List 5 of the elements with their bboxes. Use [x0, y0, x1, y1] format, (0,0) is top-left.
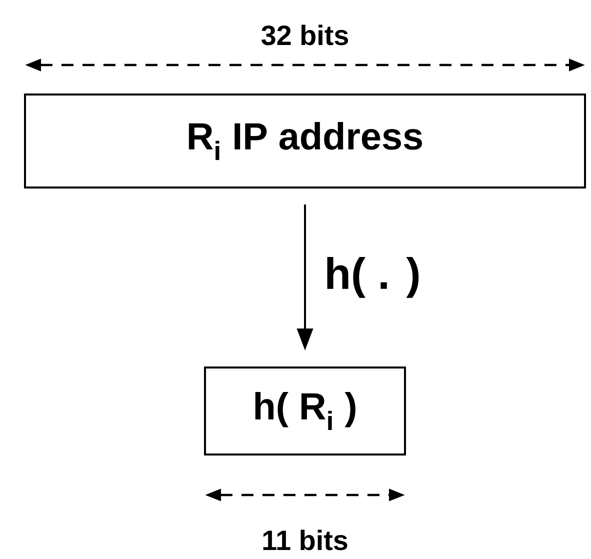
dimension-label: 11 bits [263, 530, 348, 550]
text-box: R$_{i}$ IP address [24, 94, 586, 188]
edge-label: h( . ) [323, 256, 422, 299]
text-box: h( R$_{i}$ ) [204, 366, 406, 456]
dimension-label: 32 bits [261, 24, 348, 46]
